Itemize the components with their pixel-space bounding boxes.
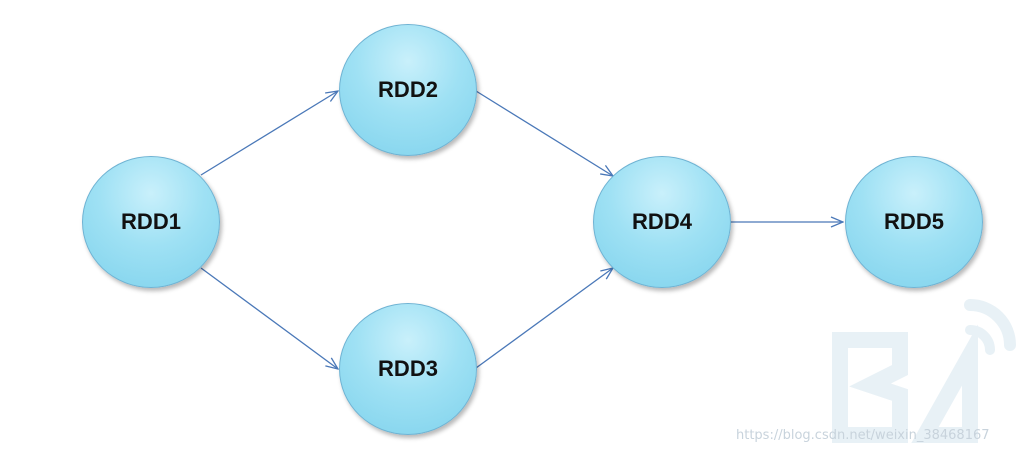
node-rdd5-label: RDD5	[884, 209, 944, 234]
node-rdd1: RDD1	[82, 156, 220, 288]
edge-rdd3-rdd4	[475, 268, 613, 369]
watermark-text: https://blog.csdn.net/weixin_38468167	[736, 428, 990, 443]
node-rdd5: RDD5	[845, 156, 983, 288]
node-rdd2-label: RDD2	[378, 77, 438, 102]
node-rdd1-label: RDD1	[121, 209, 181, 234]
node-rdd4: RDD4	[593, 156, 731, 288]
edge-rdd1-rdd2	[200, 91, 338, 176]
node-rdd3: RDD3	[339, 303, 477, 435]
edge-rdd1-rdd3	[200, 267, 338, 369]
watermark-logo-icon	[832, 299, 1016, 443]
node-rdd3-label: RDD3	[378, 356, 438, 381]
node-rdd4-label: RDD4	[632, 209, 692, 234]
node-rdd2: RDD2	[339, 24, 477, 156]
edge-rdd2-rdd4	[475, 90, 613, 176]
